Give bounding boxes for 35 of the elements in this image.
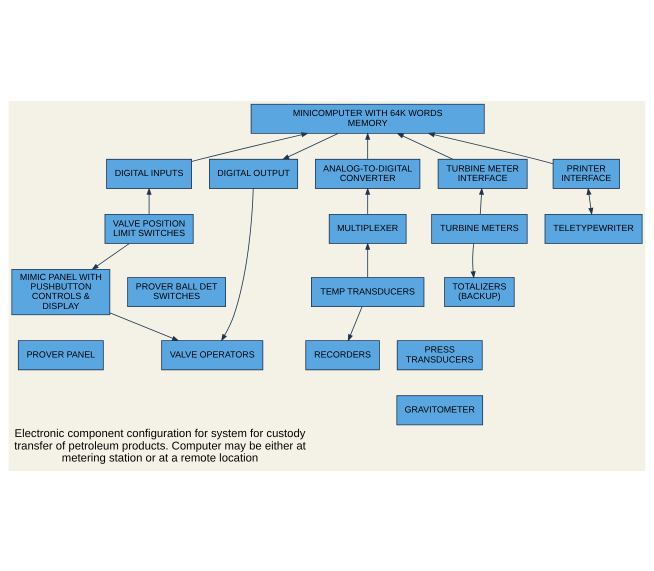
- node-box: DIGITAL INPUTS: [106, 158, 192, 188]
- node-box: VALVE OPERATORS: [161, 340, 264, 370]
- node-box: GRAVITOMETER: [396, 394, 484, 425]
- arrow: [586, 187, 594, 215]
- arrow: [348, 306, 362, 342]
- node-box: TURBINE METER INTERFACE: [438, 158, 528, 188]
- arrow: [91, 242, 130, 270]
- node-box: MULTIPLEXER: [328, 213, 407, 244]
- arrow: [470, 242, 476, 278]
- arrow: [365, 186, 370, 214]
- node-box: PROVER PANEL: [18, 340, 104, 370]
- caption: Electronic component configuration for system for custody transfer of petroleum products. Computer may be either at metering station or at a remote location: [14, 428, 306, 464]
- node-box: TEMP TRANSDUCERS: [311, 276, 424, 307]
- arrow: [146, 187, 152, 214]
- node-box: VALVE POSITION LIMIT SWITCHES: [104, 213, 194, 244]
- arrow: [396, 132, 454, 160]
- node-box: PRESS TRANSDUCERS: [396, 340, 483, 370]
- node-box: TOTALIZERS (BACKUP): [444, 276, 515, 307]
- node-box: PRINTER INTERFACE: [552, 158, 620, 188]
- node-box: TELETYPEWRITER: [544, 213, 643, 244]
- arrow: [365, 132, 370, 159]
- arrow: [282, 132, 338, 160]
- arrow: [221, 188, 254, 341]
- node-box: ANALOG-TO-DIGITAL CONVERTER: [315, 158, 420, 188]
- arrow: [478, 187, 484, 214]
- node-box: PROVER BALL DET SWITCHES: [127, 276, 226, 307]
- node-box: RECORDERS: [305, 340, 380, 370]
- node-box: MINICOMPUTER WITH 64K WORDS MEMORY: [250, 103, 485, 134]
- arrow: [427, 132, 554, 164]
- node-box: MIMIC PANEL WITH PUSHBUTTON CONTROLS & DISPLAY: [11, 268, 110, 315]
- node-box: DIGITAL OUTPUT: [209, 158, 298, 188]
- arrow: [110, 312, 180, 341]
- arrow: [191, 132, 309, 162]
- node-box: TURBINE METERS: [431, 213, 528, 244]
- arrow: [365, 242, 370, 278]
